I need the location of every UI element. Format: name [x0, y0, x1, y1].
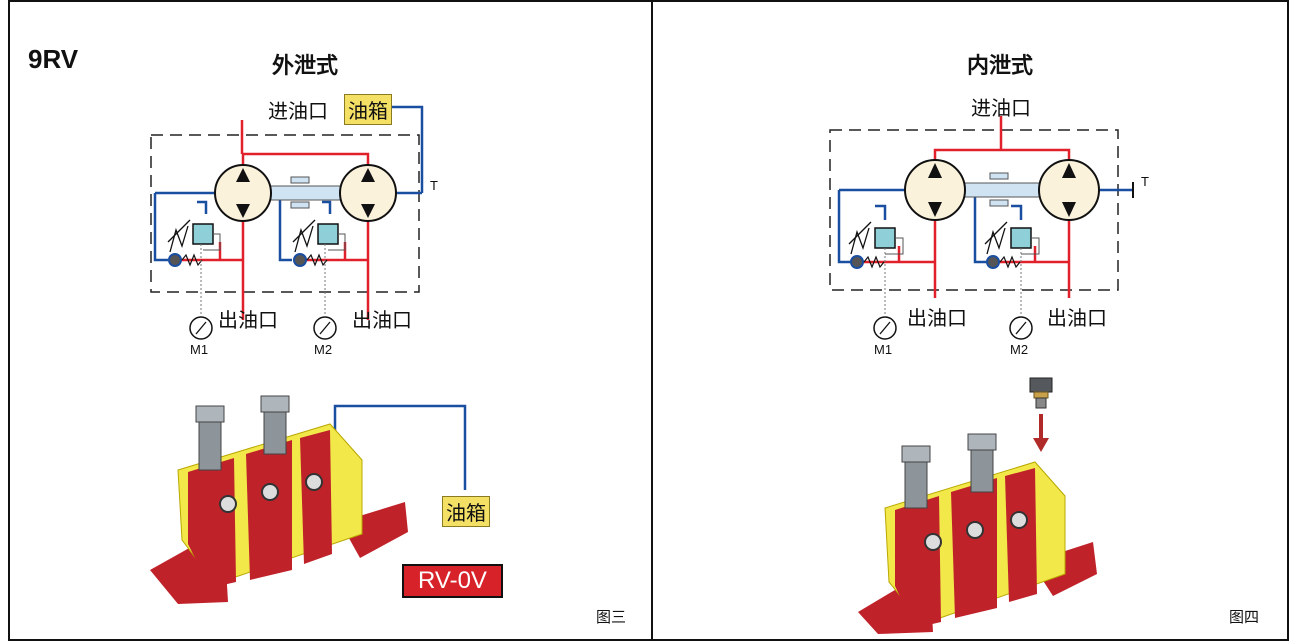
tank-label-bottom: 油箱	[442, 496, 490, 527]
external-drain-schematic	[150, 105, 467, 604]
pressure-lines	[175, 120, 370, 320]
diagram-title-external-drain: 外泄式	[272, 53, 339, 78]
motor-2-symbol	[339, 164, 397, 222]
gauge-lines	[200, 244, 326, 316]
panel-internal-drain: 内泄式 进油口 T 出油口 出油口 M1 M2 图四	[651, 0, 1289, 641]
diagram-title-internal-drain: 内泄式	[967, 53, 1034, 78]
gauge-m2-icon	[313, 316, 337, 340]
model-badge: RV-0V	[402, 564, 503, 598]
motor-1-symbol	[904, 159, 966, 221]
gauge-lines	[884, 248, 1022, 316]
external-drain-product-image	[150, 395, 467, 604]
gauge-m1-icon	[873, 316, 897, 340]
pressure-lines	[856, 116, 1071, 298]
coupling-bottom	[290, 201, 310, 209]
shaft	[964, 182, 1044, 198]
t-port-label: T	[430, 178, 438, 193]
gauge-m1-label: M1	[190, 342, 209, 357]
enclosure-dashed-box	[829, 129, 1119, 291]
outlet-1-label: 出油口	[907, 308, 967, 330]
gauge-m1-icon	[189, 316, 213, 340]
tank-label-top: 油箱	[344, 94, 392, 125]
drain-plug-icon	[1029, 377, 1053, 409]
gauge-m2-label: M2	[314, 342, 333, 357]
down-arrow-icon	[1033, 414, 1049, 452]
relief-valve-2-symbol	[292, 219, 346, 267]
coupling-bottom	[989, 199, 1009, 207]
inlet-label: 进油口	[268, 101, 328, 123]
outlet-2-label: 出油口	[352, 310, 412, 332]
outlet-2-label: 出油口	[1047, 308, 1107, 330]
gauge-m2-icon	[1009, 316, 1033, 340]
internal-drain-product-image	[858, 433, 1097, 634]
coupling-top	[290, 176, 310, 184]
relief-valve-1-symbol	[167, 219, 221, 267]
t-port-label: T	[1141, 174, 1149, 189]
outlet-1-label: 出油口	[218, 310, 278, 332]
internal-drain-schematic	[829, 116, 1134, 634]
motor-1-symbol	[214, 164, 272, 222]
relief-valve-2-symbol	[984, 221, 1040, 269]
enclosure-dashed-box	[150, 134, 420, 293]
panel-external-drain: 9RV 外泄式 进油口 油箱 T 出油口 出油口 M1 M2 油箱 RV-0V …	[8, 0, 653, 641]
gauge-m1-label: M1	[874, 342, 893, 357]
inlet-label: 进油口	[971, 98, 1031, 120]
motor-2-symbol	[1038, 159, 1100, 221]
model-code: 9RV	[28, 44, 79, 74]
relief-valve-1-symbol	[848, 221, 904, 269]
shaft	[267, 185, 344, 201]
gauge-m2-label: M2	[1010, 342, 1029, 357]
figure-label: 图三	[596, 609, 627, 626]
coupling-top	[989, 172, 1009, 180]
figure-label: 图四	[1229, 609, 1260, 626]
